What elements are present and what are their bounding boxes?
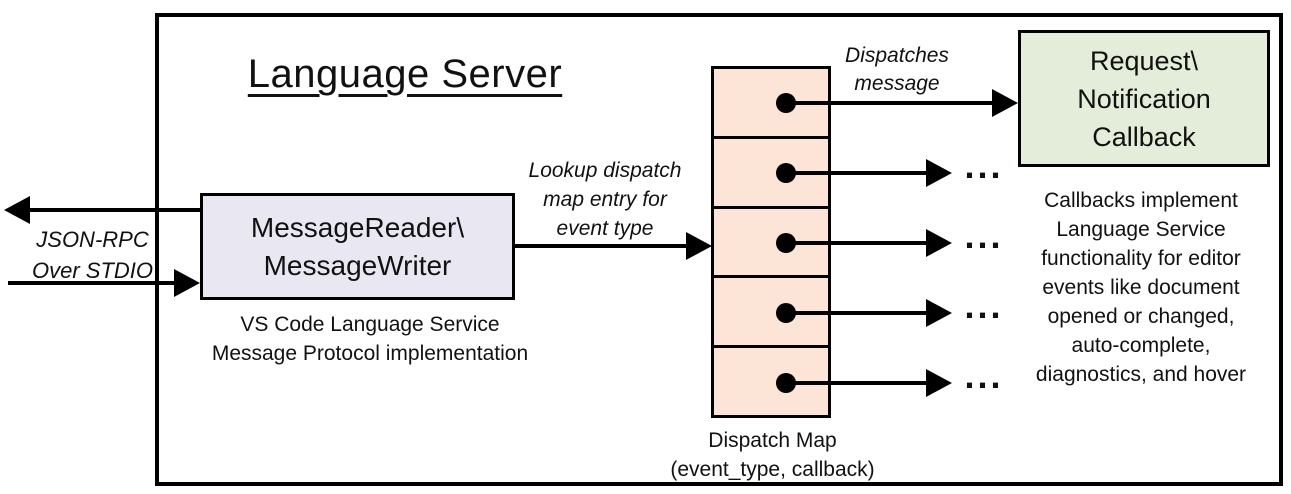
stdio-label-line: Over STDIO xyxy=(31,258,153,283)
dispatches-label-line: Dispatches xyxy=(845,44,949,67)
dispatch-map-caption-line: (event_type, callback) xyxy=(670,458,875,481)
ellipsis: ... xyxy=(964,355,1004,396)
reader-box-line: MessageWriter xyxy=(263,249,452,281)
reader-caption-line: Message Protocol implementation xyxy=(211,342,529,365)
ellipsis: ... xyxy=(964,145,1004,186)
callbacks-note-line: opened or changed, xyxy=(1047,305,1235,328)
dispatch-map-cell xyxy=(714,69,828,139)
callbacks-note: Callbacks implement Language Service fun… xyxy=(1004,186,1278,389)
dispatch-map-cell xyxy=(714,278,828,349)
dispatches-message-label: Dispatches message xyxy=(822,42,972,98)
lookup-label-line: Lookup dispatch xyxy=(528,159,682,182)
stdio-label-line: JSON-RPC xyxy=(36,227,149,252)
dispatch-map xyxy=(711,66,831,418)
lookup-label-line: map entry for xyxy=(543,188,667,211)
callback-box-line: Callback xyxy=(1092,121,1196,152)
callbacks-note-line: events like document xyxy=(1042,276,1240,299)
ellipsis: ... xyxy=(964,215,1004,256)
dispatch-map-caption: Dispatch Map (event_type, callback) xyxy=(640,426,905,484)
callback-box-line: Request\ xyxy=(1089,45,1199,76)
diagram-title: Language Server xyxy=(247,52,563,96)
lookup-label-line: event type xyxy=(556,217,654,240)
callbacks-note-line: Language Service xyxy=(1056,218,1226,241)
language-server-boundary-box xyxy=(155,13,1283,486)
stdio-label: JSON-RPC Over STDIO xyxy=(20,224,165,286)
dispatch-map-caption-line: Dispatch Map xyxy=(708,429,837,452)
ellipsis: ... xyxy=(964,285,1004,326)
callbacks-note-line: Callbacks implement xyxy=(1044,189,1238,212)
reader-caption: VS Code Language Service Message Protoco… xyxy=(170,310,570,368)
callbacks-note-line: auto-complete, xyxy=(1071,334,1211,357)
dispatch-map-cell xyxy=(714,348,828,415)
lookup-dispatch-label: Lookup dispatch map entry for event type xyxy=(505,156,705,243)
request-notification-callback-box: Request\ Notification Callback xyxy=(1018,30,1270,167)
reader-box-line: MessageReader\ xyxy=(250,211,465,243)
message-reader-writer-box: MessageReader\ MessageWriter xyxy=(200,193,515,300)
dispatch-map-cell xyxy=(714,209,828,279)
callbacks-note-line: functionality for editor xyxy=(1041,247,1241,270)
callbacks-note-line: diagnostics, and hover xyxy=(1035,363,1247,386)
callback-box-line: Notification xyxy=(1077,83,1211,114)
dispatch-map-cell xyxy=(714,139,828,209)
reader-caption-line: VS Code Language Service xyxy=(240,313,500,336)
dispatches-label-line: message xyxy=(854,72,940,95)
